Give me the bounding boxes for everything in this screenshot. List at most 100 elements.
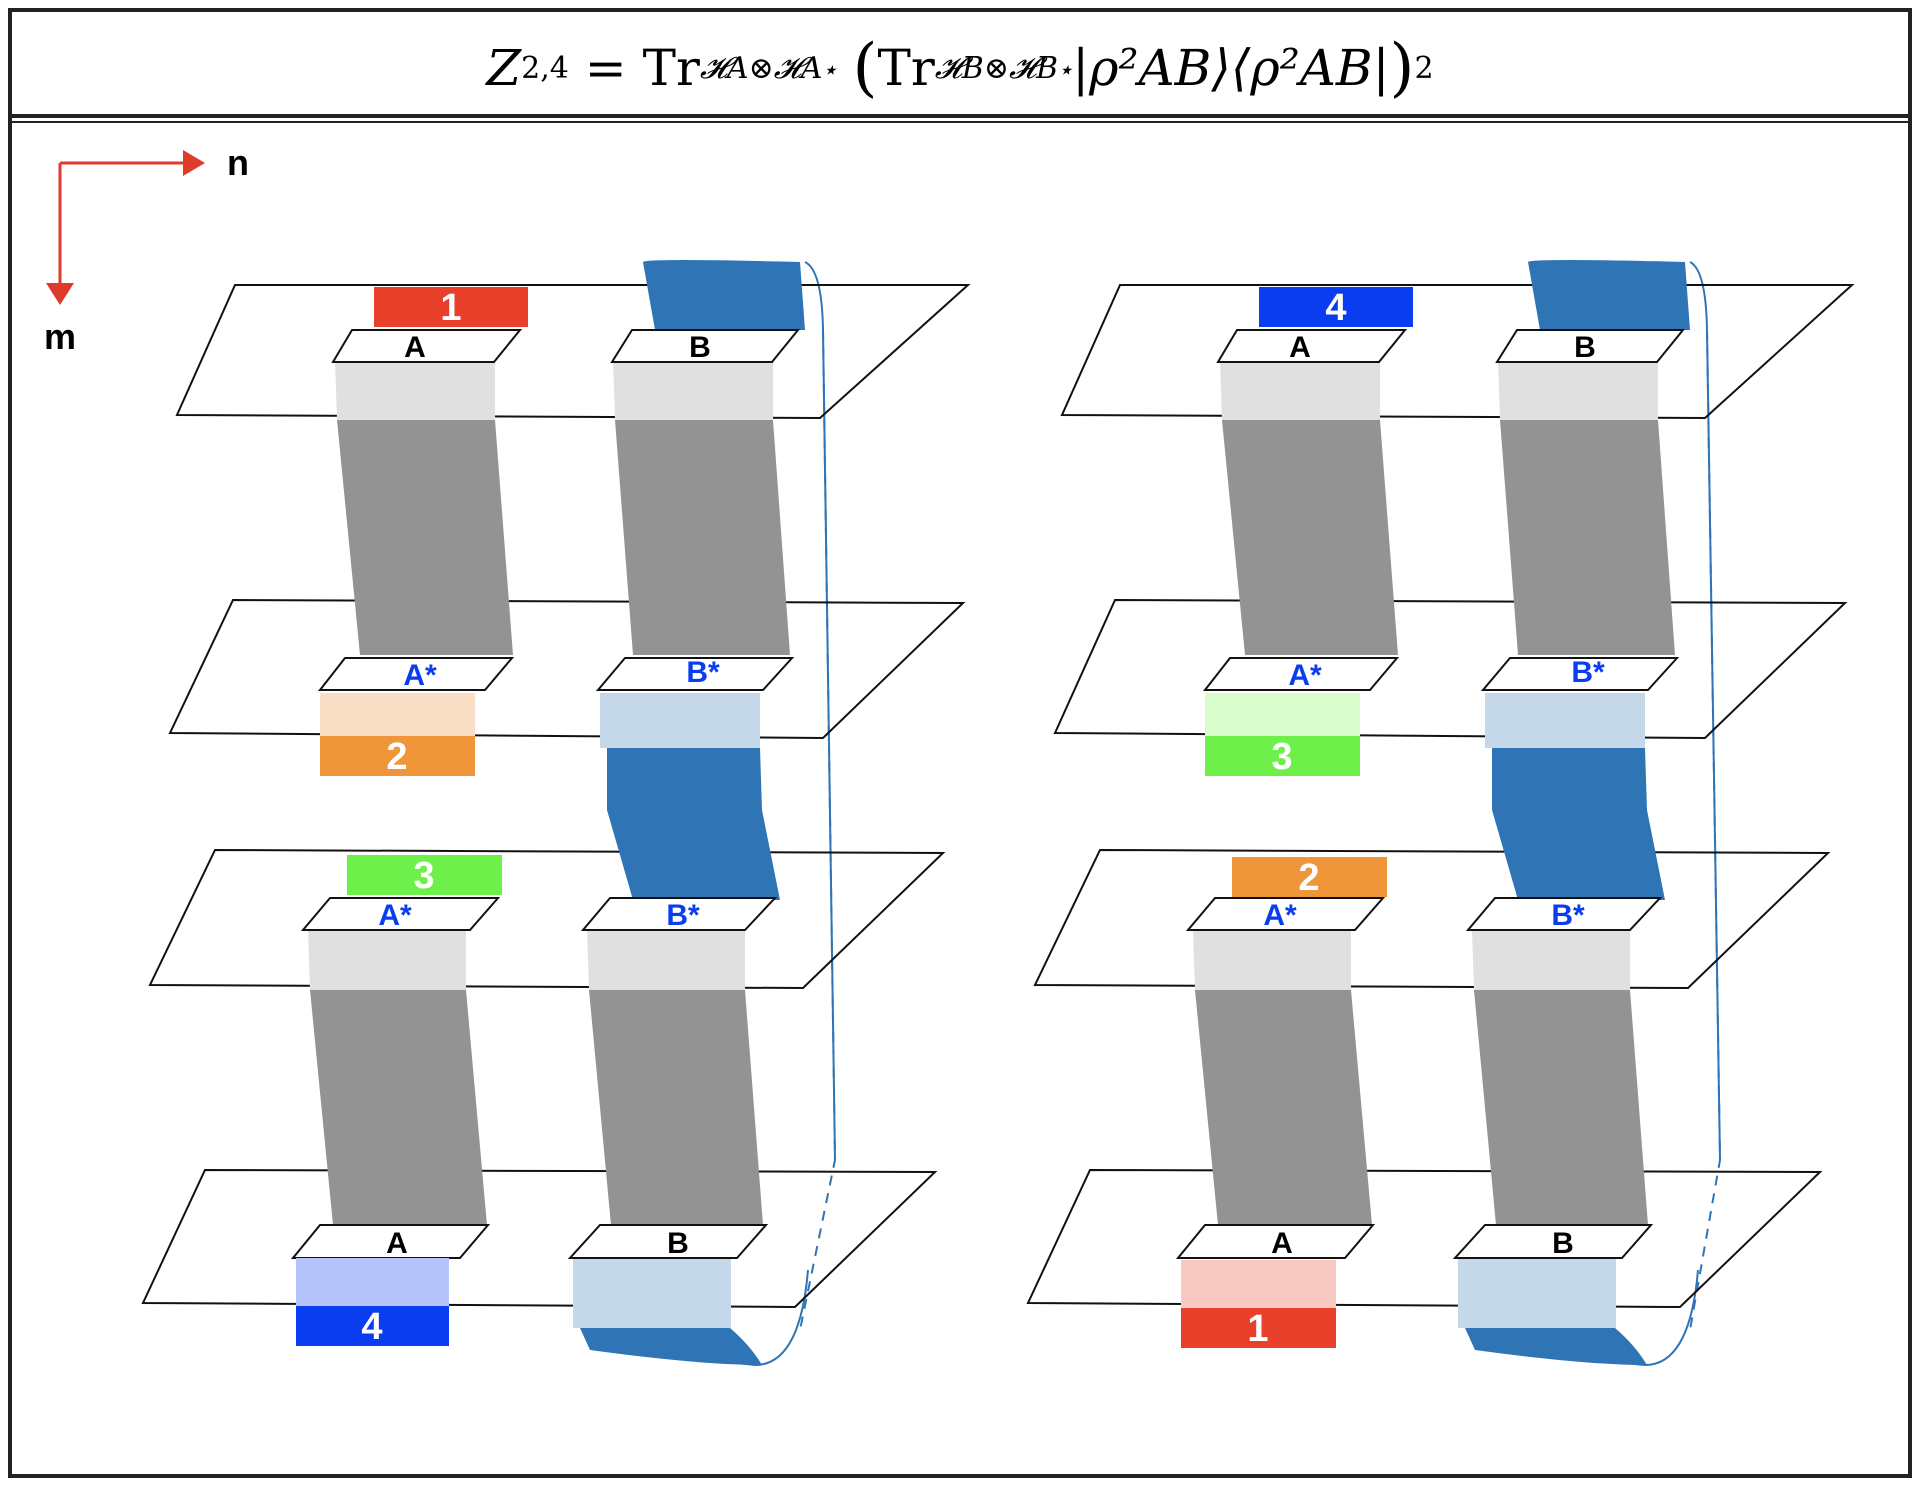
left-diagram: 1 2 3 4 A B A* B* A* B* A B xyxy=(141,260,971,1367)
grey-column-a3-left xyxy=(310,990,487,1225)
blue-light-mid-left xyxy=(600,693,760,748)
slot-b1-right xyxy=(1495,329,1686,363)
slot-a3-left xyxy=(300,897,501,931)
slot-b2-right xyxy=(1480,657,1680,691)
slot-b2-left xyxy=(595,657,795,691)
slot-b1-right-label: B xyxy=(1574,331,1596,364)
tag-1-right-light xyxy=(1181,1260,1336,1308)
tag-3-left-label: 3 xyxy=(413,855,434,897)
tag-4-left-label: 4 xyxy=(361,1306,382,1348)
n-arrow-head xyxy=(183,150,205,176)
tag-1-right xyxy=(1181,1308,1336,1348)
plane-layer-1-right xyxy=(1060,284,1855,420)
slot-a2-left xyxy=(317,657,515,691)
tag-2-left xyxy=(320,736,475,776)
grey-light-b1-left xyxy=(613,360,773,420)
blue-band-top-left xyxy=(643,260,805,330)
blue-band-mid-left xyxy=(607,748,780,900)
n-axis-label: n xyxy=(227,142,249,183)
grey-light-a3-left xyxy=(308,930,466,990)
grey-light-b3-left xyxy=(587,930,745,990)
blue-trace-dashed-left xyxy=(799,329,837,1331)
slot-a1-left xyxy=(331,329,523,363)
slot-b2-left-label: B* xyxy=(686,656,720,689)
axes-indicator: n m xyxy=(44,142,249,357)
tag-4-left-light xyxy=(296,1258,449,1306)
blue-band-mid-right xyxy=(1492,748,1665,900)
slot-b1-left xyxy=(610,329,801,363)
slot-a1-right-label: A xyxy=(1289,331,1311,364)
blue-trace-dashed-right xyxy=(1689,329,1722,1331)
blue-band-bottom-left xyxy=(580,1328,762,1365)
grey-column-b3-left xyxy=(589,990,763,1225)
slot-b3-right xyxy=(1465,897,1663,931)
slot-a4-right-label: A xyxy=(1271,1227,1293,1260)
grey-column-a3-right xyxy=(1195,990,1372,1225)
blue-trace-right xyxy=(1689,261,1721,1161)
slot-a3-right-label: A* xyxy=(1263,899,1297,932)
slot-a2-left-label: A* xyxy=(403,659,437,692)
slot-b3-right-label: B* xyxy=(1551,899,1585,932)
plane-layer-4-right xyxy=(1026,1168,1823,1309)
plane-layer-2-right xyxy=(1053,598,1848,740)
slot-b1-left-label: B xyxy=(689,331,711,364)
tag-1-left xyxy=(374,287,528,327)
plane-layer-4-left xyxy=(141,1168,938,1309)
slot-a3-right xyxy=(1185,897,1386,931)
tag-2-left-label: 2 xyxy=(386,736,407,778)
grey-light-b1-right xyxy=(1498,360,1658,420)
grey-light-a1-right xyxy=(1220,360,1380,420)
plane-layer-3-left xyxy=(148,848,946,990)
tag-4-right-label: 4 xyxy=(1325,287,1346,329)
plane-layer-2-left xyxy=(168,598,966,740)
m-axis-label: m xyxy=(44,316,76,357)
grey-light-a3-right xyxy=(1193,930,1351,990)
tag-3-right-label: 3 xyxy=(1271,736,1292,778)
tag-2-right xyxy=(1232,857,1387,897)
grey-column-b1-left xyxy=(615,420,790,655)
m-arrow-head xyxy=(46,283,74,305)
slot-b2-right-label: B* xyxy=(1571,656,1605,689)
plane-layer-1-left xyxy=(175,284,971,420)
grey-column-a1-left xyxy=(337,420,513,655)
tag-2-right-label: 2 xyxy=(1298,857,1319,899)
blue-band-top-right xyxy=(1528,260,1690,330)
slot-b3-left xyxy=(580,897,778,931)
blue-trace-left xyxy=(804,261,836,1161)
grey-column-a1-right xyxy=(1222,420,1398,655)
slot-a4-left xyxy=(290,1224,491,1259)
grey-column-b3-right xyxy=(1474,990,1648,1225)
slot-a4-right xyxy=(1175,1224,1376,1259)
blue-band-bottom-right xyxy=(1465,1328,1647,1365)
slot-a1-left-label: A xyxy=(404,331,426,364)
slot-a1-right xyxy=(1216,329,1408,363)
tag-4-right xyxy=(1259,287,1413,327)
tag-4-left xyxy=(296,1306,449,1346)
slot-b4-left-label: B xyxy=(667,1227,689,1260)
tag-3-right-light xyxy=(1205,693,1360,736)
tag-1-right-label: 1 xyxy=(1247,1308,1268,1350)
right-diagram: 4 3 2 1 A B A* B* A* B* A B xyxy=(1026,260,1855,1367)
slot-a2-right-label: A* xyxy=(1288,659,1322,692)
tag-3-right xyxy=(1205,736,1360,776)
tag-3-left xyxy=(347,855,502,895)
blue-light-mid-right xyxy=(1485,693,1645,748)
grey-light-b3-right xyxy=(1472,930,1630,990)
slot-b4-right-label: B xyxy=(1552,1227,1574,1260)
tag-2-left-light xyxy=(320,693,475,736)
plane-layer-3-right xyxy=(1033,848,1831,990)
slot-a2-right xyxy=(1202,657,1400,691)
blue-light-bottom-left xyxy=(573,1258,731,1328)
slot-b3-left-label: B* xyxy=(666,899,700,932)
slot-b4-left xyxy=(567,1224,769,1259)
slot-a3-left-label: A* xyxy=(378,899,412,932)
slot-b4-right xyxy=(1452,1224,1654,1259)
grey-light-a1-left xyxy=(335,360,495,420)
slot-a4-left-label: A xyxy=(386,1227,408,1260)
blue-light-bottom-right xyxy=(1458,1258,1616,1328)
grey-column-b1-right xyxy=(1500,420,1675,655)
tag-1-left-label: 1 xyxy=(440,287,461,329)
